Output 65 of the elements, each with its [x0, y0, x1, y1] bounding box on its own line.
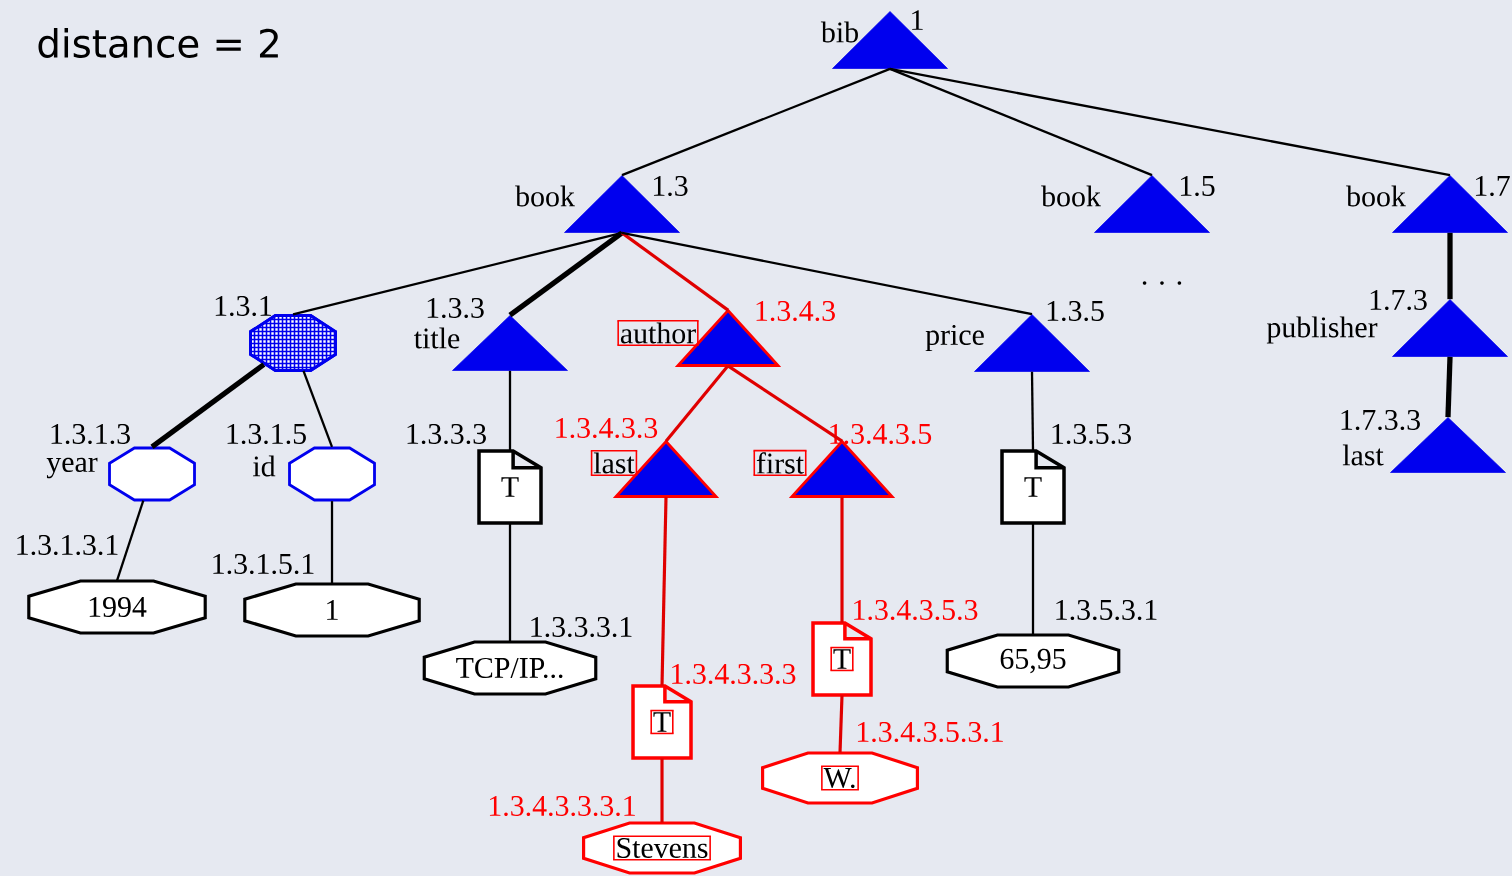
- tree-edge: [664, 364, 730, 443]
- tree-edge: [1031, 523, 1035, 635]
- node-number: 1.3: [653, 175, 688, 197]
- node-label: book: [1346, 185, 1406, 207]
- tree-edge: [1030, 371, 1035, 451]
- tree-edge: [1445, 356, 1453, 418]
- node-number: 1.3.4.3.5.3: [854, 599, 978, 621]
- node-number: 1.3.4.3.3.3: [672, 663, 796, 685]
- node-number: 1.3.1: [215, 295, 272, 317]
- node-number: 1.3.3.3.1: [531, 616, 632, 638]
- node-number: 1: [912, 10, 923, 30]
- node-number: 1.3.1.3.1: [17, 534, 118, 556]
- node-number: 1.3.1.3: [51, 423, 130, 445]
- tree-edge: [621, 231, 729, 312]
- node-label: book: [515, 185, 575, 207]
- node-label: author: [616, 320, 700, 346]
- node-number: 1.3.1.5.1: [213, 553, 314, 575]
- node-number: 1.3.4.3.3: [556, 417, 658, 439]
- node-number: 1.3.4.3.5.3.1: [857, 721, 1003, 743]
- tree-edge: [508, 523, 512, 642]
- tree-edge: [330, 501, 334, 584]
- node-label: last: [590, 450, 638, 476]
- title: distance = 2: [38, 28, 278, 58]
- node-label: price: [925, 324, 984, 352]
- value-node: W.: [761, 751, 919, 805]
- tree-edge: [889, 67, 1451, 177]
- tree-edge: [508, 230, 624, 318]
- node-number: 1.3.4.3.3.3.1: [489, 795, 635, 817]
- node-label: first: [752, 449, 808, 477]
- node-number: 1.7.3: [1370, 289, 1427, 311]
- tree-edge: [660, 496, 668, 686]
- tree-edge: [840, 496, 844, 623]
- node-number: 1.5: [1180, 175, 1215, 197]
- tree-edge: [150, 362, 266, 449]
- value-node: 1994: [27, 579, 207, 635]
- tree-edge: [838, 695, 844, 753]
- node-label: last: [1342, 444, 1384, 466]
- tree-edge: [727, 364, 843, 443]
- node-number: 1.3.5.3: [1052, 423, 1131, 445]
- octagon-node: [249, 314, 337, 372]
- ellipsis-label: . . .: [1142, 281, 1182, 285]
- node-label: bib: [820, 21, 858, 43]
- tree-edge: [508, 370, 512, 451]
- node-label: title: [414, 327, 460, 349]
- tree-edge: [621, 67, 891, 177]
- tree-edge: [302, 370, 334, 448]
- node-number: 1.3.5: [1047, 300, 1104, 322]
- node-number: 1.7: [1475, 175, 1510, 197]
- node-number: 1.3.3.3: [407, 423, 486, 445]
- value-node: Stevens: [582, 821, 742, 875]
- node-label: book: [1041, 185, 1101, 207]
- tree-edge: [115, 500, 145, 581]
- node-label: publisher: [1266, 316, 1378, 344]
- tree-edge: [1447, 232, 1453, 300]
- node-number: 1.3.4.3.5: [830, 423, 932, 445]
- tree-edge: [889, 67, 1153, 177]
- node-number: 1.7.3.3: [1341, 409, 1420, 431]
- node-label: year: [46, 457, 98, 479]
- node-number: 1.3.3: [427, 297, 484, 319]
- tree-edge: [621, 231, 1033, 316]
- node-label: id: [253, 455, 276, 477]
- node-number: 1.3.5.3.1: [1056, 599, 1157, 621]
- node-number: 1.3.4.3: [756, 300, 835, 322]
- node-number: 1.3.1.5: [227, 423, 306, 445]
- tree-edge: [660, 758, 664, 823]
